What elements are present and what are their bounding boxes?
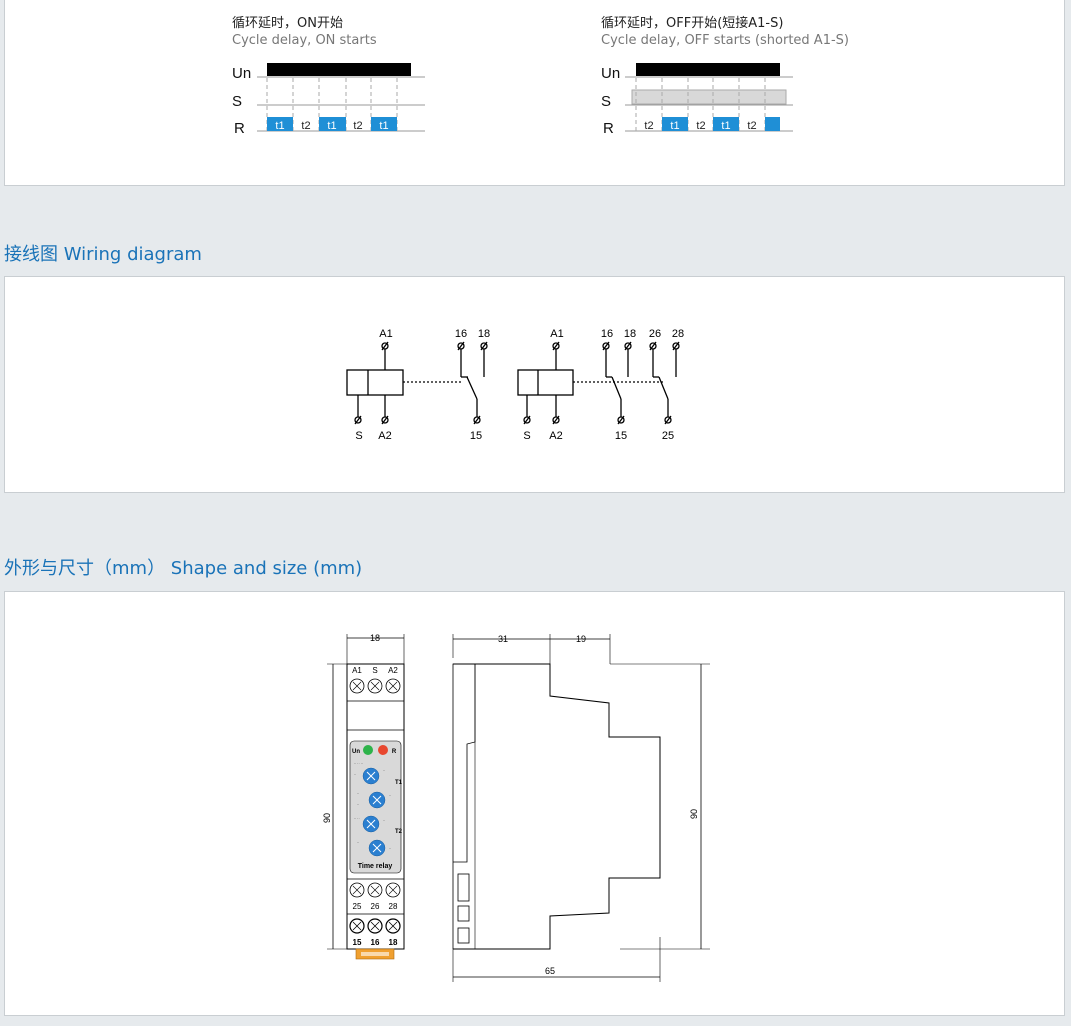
timing-right-row-r: R: [603, 120, 614, 137]
knob-label-t2: T2: [395, 829, 403, 835]
timing-right-label-3: t2: [696, 120, 705, 132]
led-r-label: R: [392, 749, 397, 755]
timing-left-title-en: Cycle delay, ON starts: [232, 33, 377, 48]
front-height-dim: 90: [322, 813, 332, 823]
wiring-2-label-a1: A1: [550, 328, 563, 340]
wiring-diagram-1: [346, 341, 488, 425]
timing-right-row-s: S: [601, 93, 611, 110]
front-term-25: 25: [353, 902, 362, 911]
wiring-1-label-18: 18: [478, 328, 490, 340]
side-dim-90: 90: [689, 809, 699, 819]
timing-right-label-2: t1: [670, 120, 679, 132]
terminal-a1-icon: [381, 342, 389, 350]
timing-left-diagram: Un S R t1 t2 t1 t2 t1: [232, 63, 425, 137]
relay-coil-1: [346, 369, 404, 396]
svg-text:··: ··: [389, 794, 391, 798]
led-un-label: Un: [352, 749, 360, 755]
timing-right-title-zh: 循环延时，OFF开始(短接A1-S): [601, 16, 784, 31]
side-dim-65: 65: [545, 966, 555, 976]
timing-right-label-1: t2: [644, 120, 653, 132]
relay-coil-2: [517, 369, 574, 396]
front-term-18: 18: [389, 938, 398, 947]
svg-text:··: ··: [383, 819, 385, 823]
timing-left-label-3: t1: [327, 120, 336, 132]
timing-left-label-4: t2: [353, 120, 362, 132]
wiring-1-label-a2: A2: [378, 430, 391, 442]
front-term-26: 26: [371, 902, 380, 911]
terminal-a2-icon: [381, 416, 389, 424]
front-term-15: 15: [353, 938, 362, 947]
knob-label-t1: T1: [395, 780, 403, 786]
wiring-section-heading: 接线图 Wiring diagram: [4, 244, 202, 265]
svg-text:·· ··: ·· ··: [354, 817, 360, 821]
front-product-label: Time relay: [358, 863, 393, 870]
wiring-2-label-25: 25: [662, 430, 674, 442]
timing-left-pulse-5: [371, 117, 397, 131]
timing-left-title-zh: 循环延时，ON开始: [232, 16, 343, 31]
wiring-2-label-16: 16: [601, 328, 613, 340]
timing-left-row-un: Un: [232, 65, 251, 82]
timing-right-label-5: t2: [747, 120, 756, 132]
front-term-s: S: [372, 666, 377, 675]
wiring-2-label-s: S: [523, 430, 530, 442]
svg-text:··: ··: [354, 773, 356, 777]
wiring-2-label-15: 15: [615, 430, 627, 442]
svg-text:··: ··: [357, 841, 359, 845]
timing-graphics: Un S R t1 t2 t1 t2 t1: [232, 63, 793, 137]
timing-right-pulse-6: [765, 117, 780, 131]
shape-size-panel: 18 90 A1 S A2 Un R: [4, 591, 1065, 1016]
switch-blade-2a: [611, 376, 622, 400]
wiring-2-label-28: 28: [672, 328, 684, 340]
svg-text:··: ··: [357, 792, 359, 796]
switch-blade-1: [466, 376, 478, 400]
timing-left-pulse-1: [267, 117, 293, 131]
timing-right-title-en: Cycle delay, OFF starts (shorted A1-S): [601, 33, 849, 48]
front-term-a2: A2: [388, 666, 398, 675]
wiring-graphics: A1 S A2 16 18 15 A1 S A2 16 18 26 28 15 …: [346, 328, 684, 442]
front-term-a1: A1: [352, 666, 362, 675]
svg-text:·· ·· ··: ·· ·· ··: [354, 762, 363, 766]
terminal-s-icon: [354, 416, 362, 424]
timing-right-row-un: Un: [601, 65, 620, 82]
wiring-2-label-a2: A2: [549, 430, 562, 442]
timing-left-label-5: t1: [379, 120, 388, 132]
timing-left-label-2: t2: [301, 120, 310, 132]
switch-blade-2b: [658, 376, 669, 400]
wiring-1-label-a1: A1: [379, 328, 392, 340]
led-red-icon: [378, 745, 388, 755]
timing-left-row-s: S: [232, 93, 242, 110]
front-view: 18 90 A1 S A2 Un R: [322, 633, 405, 960]
wiring-1-label-s: S: [355, 430, 362, 442]
timing-left-un-bar: [267, 63, 411, 76]
timing-right-diagram: Un S R t2 t1 t2 t1 t2: [601, 63, 793, 137]
side-dim-19: 19: [576, 634, 586, 644]
dial-scale-marks: ·· ·· ·· ·· ·· ·· ·· ·· ·· ·· ·· ·· ··: [354, 762, 391, 851]
shape-graphics: 18 90 A1 S A2 Un R: [322, 633, 710, 982]
wiring-1-label-16: 16: [455, 328, 467, 340]
wiring-2-label-18: 18: [624, 328, 636, 340]
wiring-diagram-2: [517, 341, 680, 425]
led-green-icon: [363, 745, 373, 755]
svg-text:··: ··: [357, 803, 359, 807]
timing-right-pulse-2: [662, 117, 688, 131]
wiring-diagram-panel: A1 S A2 16 18 15 A1 S A2 16 18 26 28 15 …: [4, 276, 1065, 493]
front-width-dim: 18: [370, 633, 380, 643]
timing-right-pulse-4: [713, 117, 739, 131]
svg-text:··: ··: [383, 769, 385, 773]
timing-right-un-bar: [636, 63, 780, 76]
shape-section-heading: 外形与尺寸（mm） Shape and size (mm): [4, 558, 363, 579]
svg-text:··: ··: [389, 847, 391, 851]
wiring-1-label-15: 15: [470, 430, 482, 442]
timing-left-label-1: t1: [275, 120, 284, 132]
front-term-28: 28: [389, 902, 398, 911]
side-dim-31: 31: [498, 634, 508, 644]
timing-diagram-panel: 循环延时，ON开始 Cycle delay, ON starts 循环延时，OF…: [4, 0, 1065, 186]
timing-left-row-r: R: [234, 120, 245, 137]
timing-left-pulse-3: [319, 117, 346, 131]
wiring-2-label-26: 26: [649, 328, 661, 340]
timing-right-label-4: t1: [721, 120, 730, 132]
timing-right-s-bar: [631, 89, 787, 105]
front-term-16: 16: [371, 938, 380, 947]
side-view: 31 19 90 65: [452, 634, 710, 982]
